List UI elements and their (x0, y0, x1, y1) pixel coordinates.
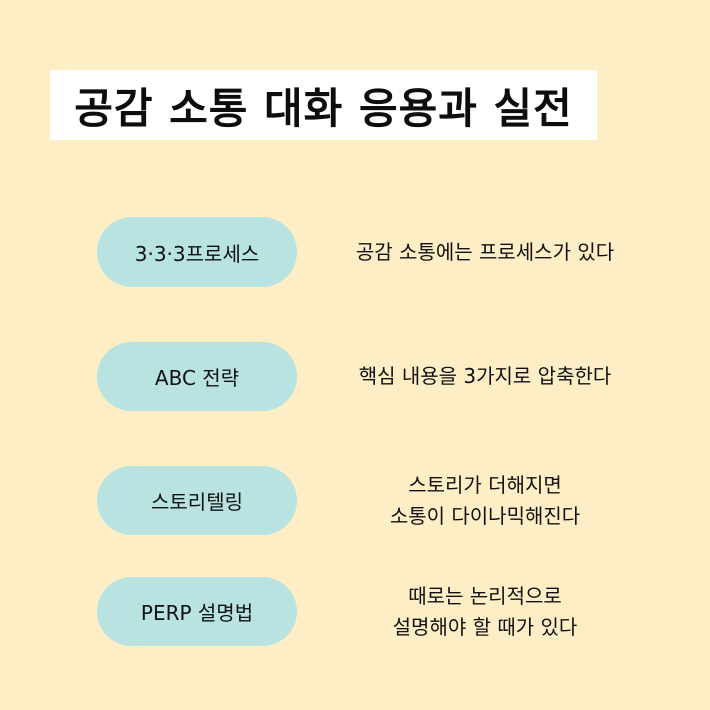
desc-line: 스토리가 더해지면 (408, 472, 562, 497)
desc-line: 공감 소통에는 프로세스가 있다 (355, 239, 615, 264)
pill-perp-method: PERP 설명법 (97, 577, 297, 646)
desc-abc-strategy: 핵심 내용을 3가지로 압축한다 (300, 342, 670, 411)
pill-label: 3·3·3프로세스 (134, 241, 260, 266)
desc-line: 소통이 다이나믹해진다 (389, 503, 581, 528)
pill-label: ABC 전략 (154, 366, 240, 390)
desc-line: 핵심 내용을 3가지로 압축한다 (358, 364, 612, 388)
pill-label: 스토리텔링 (151, 490, 243, 514)
desc-line: 설명해야 할 때가 있다 (392, 614, 578, 639)
desc-perp-method: 때로는 논리적으로 설명해야 할 때가 있다 (300, 577, 670, 646)
pill-storytelling: 스토리텔링 (97, 466, 297, 535)
desc-333-process: 공감 소통에는 프로세스가 있다 (300, 217, 670, 287)
pill-label: PERP 설명법 (140, 601, 254, 625)
desc-line: 때로는 논리적으로 (408, 583, 562, 608)
pill-abc-strategy: ABC 전략 (97, 342, 297, 411)
pill-333-process: 3·3·3프로세스 (97, 217, 297, 287)
page-title: 공감 소통 대화 응용과 실전 (74, 83, 573, 133)
title-banner: 공감 소통 대화 응용과 실전 (50, 70, 597, 140)
desc-storytelling: 스토리가 더해지면 소통이 다이나믹해진다 (300, 466, 670, 535)
